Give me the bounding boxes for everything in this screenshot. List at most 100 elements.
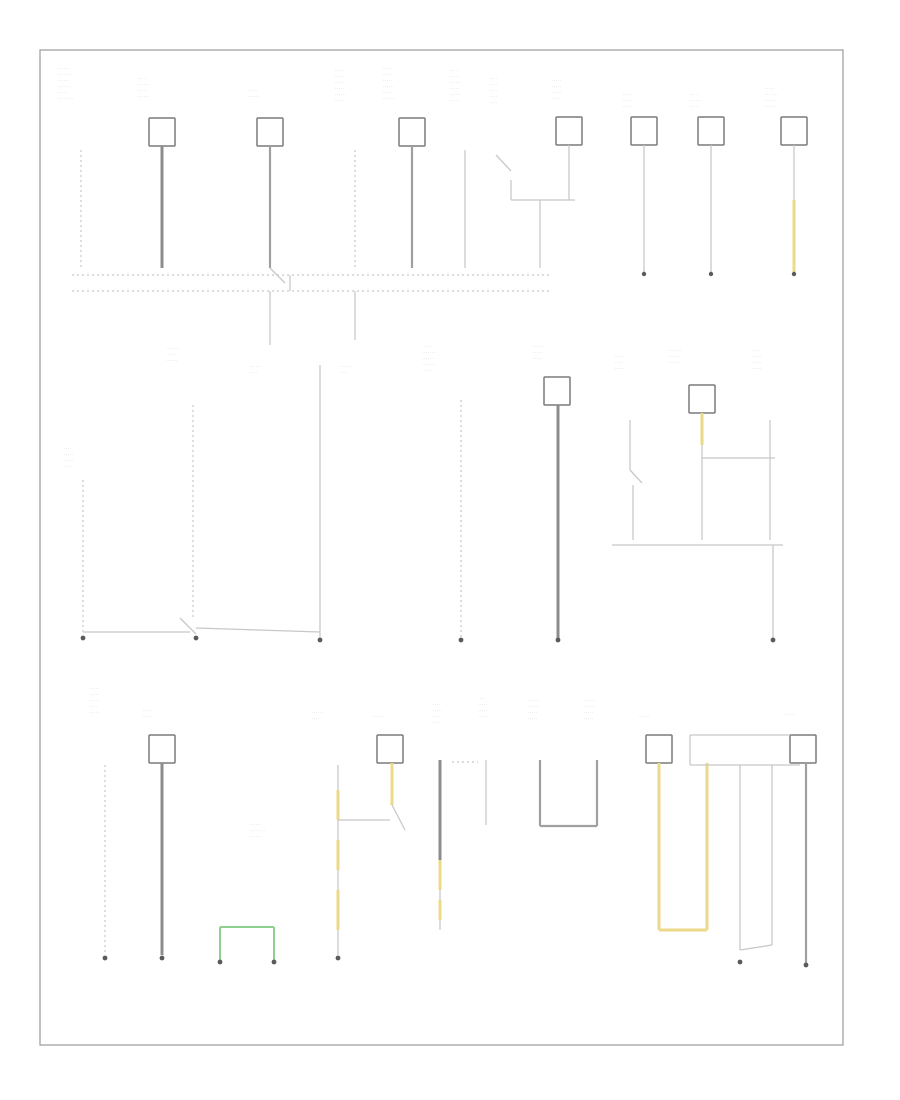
svg-text:· · · · ·: · · · · ·	[383, 79, 392, 83]
svg-text:· · · · · · ·: · · · · · · ·	[383, 97, 396, 101]
svg-text:· · · ·: · · · ·	[64, 465, 71, 469]
component-labels-bottom: · · · · · · · · · · · · · · · · · · · · · · …	[90, 687, 795, 839]
svg-text:· · · · · · ·: · · · · · · ·	[422, 351, 435, 355]
svg-text:· · · · · ·: · · · · · ·	[584, 699, 595, 703]
wires-top	[72, 145, 796, 345]
ground-point	[770, 637, 776, 643]
svg-text:· · · · ·: · · · · ·	[552, 85, 561, 89]
svg-text:· · · · ·: · · · · ·	[422, 369, 431, 373]
grounds-top	[641, 271, 797, 277]
svg-text:· · · · ·: · · · · ·	[690, 93, 699, 97]
svg-text:· · · · ·: · · · · ·	[752, 367, 761, 371]
svg-text:· · · · ·: · · · · ·	[422, 345, 431, 349]
connectors-middle	[543, 376, 716, 414]
svg-text:· · · ·: · · · ·	[90, 705, 97, 709]
svg-text:· · · · ·: · · · · ·	[478, 715, 487, 719]
svg-text:· · · · · ·: · · · · · ·	[138, 83, 149, 87]
svg-text:· · · · · · ·: · · · · · · ·	[782, 713, 795, 717]
svg-text:· · · · ·: · · · · ·	[584, 711, 593, 715]
svg-text:· · · · · ·: · · · · · ·	[383, 91, 394, 95]
ground-point	[159, 955, 165, 961]
svg-text:· · · ·: · · · ·	[615, 361, 622, 365]
svg-text:· · · ·: · · · ·	[552, 97, 559, 101]
svg-text:· · · ·: · · · ·	[752, 349, 759, 353]
svg-text:· · · · · · ·: · · · · · · ·	[422, 363, 435, 367]
svg-text:· · · · · ·: · · · · · ·	[638, 715, 649, 719]
svg-text:· · · · · ·: · · · · · ·	[623, 99, 634, 103]
svg-text:· · · · ·: · · · · ·	[765, 87, 774, 91]
ground-point	[555, 637, 561, 643]
svg-text:· · · · ·: · · · · ·	[752, 361, 761, 365]
svg-text:· · · · ·: · · · · ·	[58, 91, 67, 95]
svg-text:· · · · ·: · · · · ·	[623, 93, 632, 97]
svg-text:· · · ·: · · · ·	[340, 371, 347, 375]
wires-middle	[82, 365, 783, 640]
svg-text:· · · · · ·: · · · · · ·	[372, 715, 383, 719]
svg-text:· · · · ·: · · · · ·	[450, 75, 459, 79]
svg-text:· · · · · · ·: · · · · · · ·	[166, 347, 179, 351]
svg-text:· · · ·: · · · ·	[64, 447, 71, 451]
svg-text:· · · · · ·: · · · · · ·	[335, 75, 346, 79]
svg-text:· · · · ·: · · · · ·	[335, 69, 344, 73]
svg-text:· · · · · ·: · · · · · ·	[340, 365, 351, 369]
connector	[630, 116, 658, 146]
svg-text:· · · · ·: · · · · ·	[433, 721, 442, 725]
ground-point	[641, 271, 647, 277]
svg-text:· · · · ·: · · · · ·	[433, 709, 442, 713]
svg-text:· · · · · ·: · · · · · ·	[528, 699, 539, 703]
ground-point	[708, 271, 714, 277]
svg-text:· · · · ·: · · · · ·	[64, 453, 73, 457]
middle-section: · · · · · · · · · · · · · · · · · · · · · …	[64, 345, 783, 643]
connector	[148, 117, 176, 147]
svg-text:· · · ·: · · · ·	[433, 703, 440, 707]
svg-text:· · · · ·: · · · · ·	[90, 693, 99, 697]
ground-point	[102, 955, 108, 961]
svg-text:· · · · · ·: · · · · · ·	[450, 93, 461, 97]
svg-text:· · · ·: · · · ·	[490, 101, 497, 105]
svg-text:· · · · ·: · · · · ·	[450, 69, 459, 73]
svg-text:· · · · · ·: · · · · · ·	[138, 95, 149, 99]
ground-point	[458, 637, 464, 643]
svg-text:· · · · · ·: · · · · · ·	[383, 73, 394, 77]
svg-text:· · · · · ·: · · · · · ·	[248, 95, 259, 99]
svg-text:· · · · ·: · · · · ·	[90, 711, 99, 715]
svg-text:· · · · ·: · · · · ·	[138, 77, 147, 81]
svg-text:· · · · · ·: · · · · · ·	[143, 715, 154, 719]
top-section: · · · · · · · · · · · · · · · · · · · · · ·…	[58, 67, 808, 345]
svg-text:· · · · ·: · · · · ·	[615, 355, 624, 359]
svg-text:· · · ·: · · · ·	[490, 83, 497, 87]
svg-text:· · · · · · · ·: · · · · · · · ·	[58, 97, 73, 101]
svg-text:· · · · · ·: · · · · · ·	[668, 355, 679, 359]
wires-bottom	[104, 734, 808, 965]
svg-text:· · · · ·: · · · · ·	[64, 459, 73, 463]
connector	[148, 734, 176, 764]
svg-text:· · · ·: · · · ·	[490, 77, 497, 81]
svg-text:· · · · · ·: · · · · · ·	[690, 99, 701, 103]
svg-text:· · · · · ·: · · · · · ·	[765, 105, 776, 109]
connector	[555, 116, 583, 146]
connector	[688, 384, 716, 414]
svg-text:· · · · · ·: · · · · · ·	[166, 359, 177, 363]
ground-point	[803, 962, 809, 968]
svg-text:· · · · · ·: · · · · · ·	[335, 81, 346, 85]
svg-text:· · · · · · ·: · · · · · · ·	[58, 73, 71, 77]
svg-text:· · · ·: · · · ·	[250, 371, 257, 375]
svg-text:· · · · ·: · · · · ·	[623, 105, 632, 109]
ground-point	[80, 635, 86, 641]
bottom-section: · · · · · · · · · · · · · · · · · · · · · · …	[90, 687, 817, 968]
connectors-bottom	[148, 734, 817, 764]
svg-text:· · · ·: · · · ·	[312, 717, 319, 721]
svg-text:· · · · ·: · · · · ·	[552, 91, 561, 95]
grounds-middle	[80, 635, 776, 643]
svg-text:· · · · · ·: · · · · · ·	[528, 705, 539, 709]
ground-point	[791, 271, 797, 277]
svg-text:· · · ·: · · · ·	[90, 687, 97, 691]
svg-text:· · · · ·: · · · · ·	[478, 709, 487, 713]
connector	[376, 734, 404, 764]
svg-text:· · · · ·: · · · · ·	[248, 89, 257, 93]
svg-text:· · · · · ·: · · · · · ·	[383, 85, 394, 89]
ground-point	[193, 635, 199, 641]
svg-text:· · · · ·: · · · · ·	[90, 699, 99, 703]
svg-text:· · · · ·: · · · · ·	[528, 717, 537, 721]
